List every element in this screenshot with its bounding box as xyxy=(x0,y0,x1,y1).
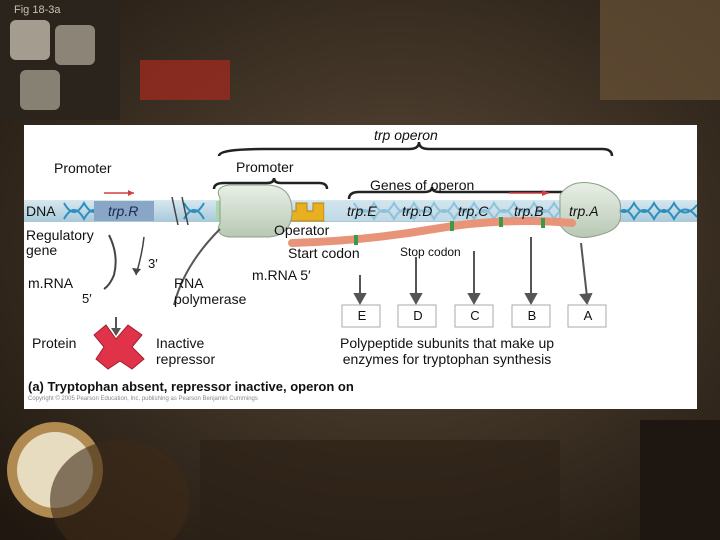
mrna-strand xyxy=(288,217,576,247)
stop-codon-mark xyxy=(450,221,454,231)
slide-label: Fig 18-3a xyxy=(14,4,61,16)
promoter-left-label: Promoter xyxy=(54,160,112,176)
start-codon-label: Start codon xyxy=(288,245,360,261)
mrna-left xyxy=(103,234,117,290)
operon-label: trp operon xyxy=(374,127,438,143)
protein-label: Protein xyxy=(32,335,77,351)
operator-label: Operator xyxy=(274,222,330,238)
promoter-mid-label: Promoter xyxy=(236,159,294,175)
gene-label-trpB: trp.B xyxy=(514,203,544,219)
repressor-curve-arrow xyxy=(173,228,221,306)
rna-polymerase xyxy=(217,184,293,238)
translation-arrows xyxy=(353,237,593,306)
polypeptide-A: A xyxy=(583,308,593,323)
trpR-label: trp.R xyxy=(108,203,139,219)
operon-brace xyxy=(217,141,614,157)
inactive-repressor-line2: repressor xyxy=(156,351,216,367)
inactive-repressor-line1: Inactive xyxy=(156,335,205,351)
dna-label: DNA xyxy=(26,203,56,219)
gene-label-trpA: trp.A xyxy=(569,203,599,219)
polypeptide-E: E xyxy=(357,308,367,323)
regulatory-gene-line2: gene xyxy=(26,242,58,258)
gene-label-trpD: trp.D xyxy=(402,203,433,219)
polypeptide-boxes xyxy=(341,304,607,328)
gene-label-trpC: trp.C xyxy=(458,203,489,219)
diagram-panel: trp operon Promoter Promoter Genes of op… xyxy=(24,125,697,409)
polypeptide-D: D xyxy=(413,308,423,323)
genes-region xyxy=(324,201,614,221)
gene-label-trpE: trp.E xyxy=(347,203,377,219)
inactive-repressor-label: Inactive repressor xyxy=(156,335,215,367)
polypeptide-caption-line2: enzymes for tryptophan synthesis xyxy=(342,351,552,367)
polypeptide-caption: Polypeptide subunits that make up enzyme… xyxy=(340,335,554,367)
panel-caption: (a) Tryptophan absent, repressor inactiv… xyxy=(28,379,354,394)
genes-of-operon-label: Genes of operon xyxy=(370,177,475,193)
inactive-repressor-shape xyxy=(93,324,145,370)
dna-break-marks xyxy=(171,196,189,226)
regulatory-gene-label: Regulatory gene xyxy=(26,228,94,258)
three-prime-label: 3′ xyxy=(148,256,158,271)
rna-polymerase-label: RNA polymerase xyxy=(174,275,246,307)
polypeptide-C: C xyxy=(470,308,480,323)
operon-diagram-graphics xyxy=(24,141,697,370)
rna-polymerase-line2: polymerase xyxy=(174,291,247,307)
polypeptide-caption-line1: Polypeptide subunits that make up xyxy=(340,335,555,351)
promoter-brace xyxy=(212,177,329,190)
copyright-text: Copyright © 2005 Pearson Education, Inc.… xyxy=(28,396,258,402)
start-codon-mark xyxy=(354,235,358,245)
mrna-5prime-label: m.RNA 5′ xyxy=(252,267,311,283)
stop-codon-label: Stop codon xyxy=(400,245,461,259)
rna-polymerase-line1: RNA xyxy=(174,275,204,291)
mrna-left-label: m.RNA xyxy=(28,275,74,291)
five-prime-left-label: 5′ xyxy=(82,291,92,306)
trpR-gene-box xyxy=(94,201,154,221)
regulatory-gene-line1: Regulatory xyxy=(26,227,94,243)
polypeptide-B: B xyxy=(527,308,537,323)
